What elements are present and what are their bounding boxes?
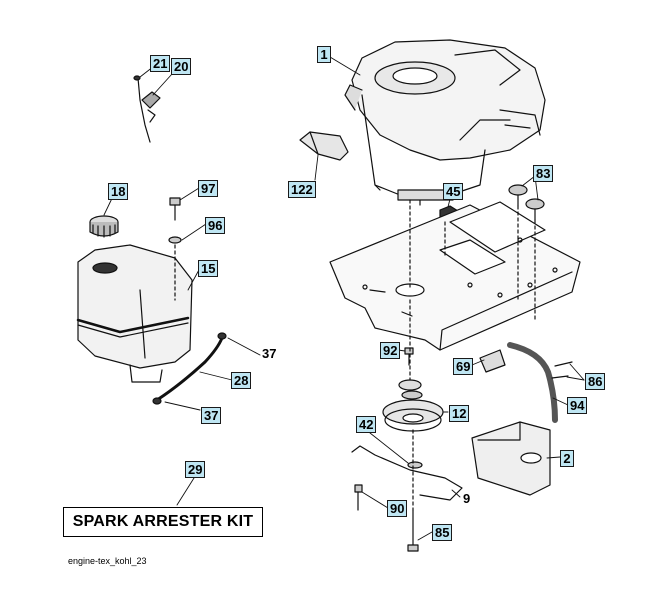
callout-1: 1 [317,46,331,63]
callout-69: 69 [453,358,474,375]
callout-122: 122 [288,181,316,198]
callout-94: 94 [567,397,588,414]
part-18-fuel-cap [89,215,119,238]
callout-20: 20 [171,58,192,75]
callout-28: 28 [231,372,252,389]
leader-lines [103,56,585,541]
callout-86: 86 [585,373,606,390]
part-94-exhaust-pipe [507,342,558,423]
part-90-bolt [354,484,363,511]
diagram-caption: engine-tex_kohl_23 [68,556,147,566]
callout-45: 45 [443,183,464,200]
callout-85: 85 [432,524,453,541]
callout-18: 18 [108,183,129,200]
part-15-fuel-tank [76,244,193,383]
part-12-pulley [382,379,444,432]
engine-deck-frame [329,201,581,351]
part-86-bolts [551,361,573,379]
callout-37-lower: 37 [201,407,222,424]
part-9-rod [351,445,463,501]
callout-29: 29 [185,461,206,478]
spark-arrester-kit-label: SPARK ARRESTER KIT [63,507,263,537]
part-92-bolt [404,347,414,366]
callout-97: 97 [198,180,219,197]
callout-96: 96 [205,217,226,234]
callout-12: 12 [449,405,470,422]
part-83-knobs [508,184,545,221]
callout-21: 21 [150,55,171,72]
part-69-gasket [479,349,506,373]
callout-42: 42 [356,416,377,433]
callout-90: 90 [387,500,408,517]
callout-83: 83 [533,165,554,182]
part-96-washer [168,236,182,244]
part-20-21-sensor [133,75,161,143]
part-2-muffler [471,421,551,496]
callout-92: 92 [380,342,401,359]
part-97-bolt [169,197,181,221]
callout-2: 2 [560,450,574,467]
callout-9: 9 [463,491,471,506]
part-85-bolt [407,509,419,552]
callout-15: 15 [198,260,219,277]
part-28-fuel-hose [152,332,227,405]
engine-part [344,39,546,206]
part-122-bracket [299,131,349,161]
callout-37-upper: 37 [262,346,277,361]
